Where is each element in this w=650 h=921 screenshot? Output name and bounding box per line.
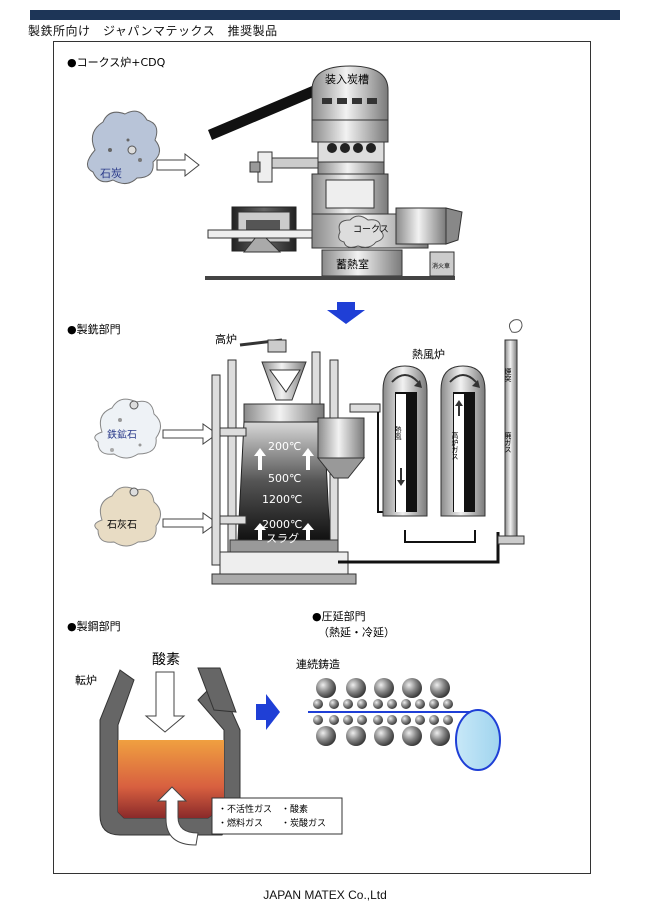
gas-list-line2: ・燃料ガス ・炭酸ガス bbox=[218, 817, 326, 829]
label-blast-furnace: 高炉 bbox=[215, 332, 237, 346]
label-slag: スラグ bbox=[266, 531, 299, 545]
label-temp-1200: 1200℃ bbox=[262, 493, 302, 506]
bottom-gas-arrow bbox=[156, 786, 199, 846]
label-oxygen: 酸素 bbox=[152, 652, 180, 668]
steel-coil bbox=[455, 709, 501, 771]
label-temp-500: 500℃ bbox=[268, 472, 301, 485]
rolling-mill bbox=[308, 678, 478, 746]
section-title-coke: ●コークス炉+CDQ bbox=[67, 56, 166, 69]
oxygen-lance-arrow bbox=[144, 671, 186, 733]
page-header: 製鉄所向け ジャパンマテックス 推奨製品 bbox=[28, 24, 278, 38]
label-bf-gas: 高炉ガス bbox=[451, 431, 459, 460]
coke-base bbox=[205, 276, 455, 280]
footer-company: JAPAN MATEX Co.,Ltd bbox=[263, 888, 387, 902]
regenerator bbox=[321, 249, 403, 277]
label-exhaust-gas: 廃ガス bbox=[504, 431, 512, 453]
charging-car bbox=[317, 141, 385, 175]
cdq-chamber bbox=[395, 207, 463, 245]
arrow-steel-to-casting bbox=[256, 694, 280, 730]
chimney bbox=[497, 319, 525, 545]
section-subtitle-rolling: （熱延・冷延） bbox=[318, 626, 395, 639]
arrow-limestone-to-furnace bbox=[162, 512, 218, 534]
label-converter: 転炉 bbox=[75, 674, 97, 687]
label-continuous-casting: 連続鋳造 bbox=[296, 657, 340, 671]
coal-pile bbox=[87, 110, 160, 184]
label-cdq: 消火車 bbox=[432, 262, 450, 270]
gas-list-line1: ・不活性ガス ・酸素 bbox=[218, 803, 308, 815]
dust-catcher bbox=[316, 403, 381, 479]
label-heat-chamber: 蓄熱室 bbox=[336, 257, 369, 271]
label-coal-tank: 装入炭槽 bbox=[325, 73, 369, 86]
coal-conveyor bbox=[208, 86, 316, 140]
iron-ore-pile bbox=[94, 398, 161, 459]
section-title-rolling: ●圧延部門 bbox=[312, 609, 366, 623]
label-hot-stove: 熱風炉 bbox=[412, 348, 445, 361]
section-title-steelmaking: ●製鋼部門 bbox=[67, 619, 121, 633]
coke-bulk bbox=[338, 215, 384, 248]
pusher-machine bbox=[249, 151, 319, 183]
header-accent-bar bbox=[30, 10, 620, 20]
label-temp-2000: 2000℃ bbox=[262, 518, 302, 531]
arrow-ore-to-furnace bbox=[162, 423, 218, 445]
arrow-coal-to-oven bbox=[156, 152, 200, 178]
label-temp-200: 200℃ bbox=[268, 440, 301, 453]
coke-guide-machine bbox=[207, 206, 319, 253]
label-coal: 石炭 bbox=[100, 167, 122, 180]
gas-list-box bbox=[211, 797, 343, 835]
blast-furnace bbox=[211, 338, 357, 585]
label-coke: コークス bbox=[353, 224, 389, 235]
diagram-frame bbox=[53, 41, 591, 874]
arrow-coke-to-furnace bbox=[327, 302, 365, 324]
hot-stove-1 bbox=[382, 365, 428, 517]
limestone-pile bbox=[94, 486, 161, 547]
hot-stove-2 bbox=[440, 365, 486, 517]
label-chimney: 煙突 bbox=[504, 367, 512, 383]
section-title-ironmaking: ●製銑部門 bbox=[67, 322, 121, 336]
label-iron-ore: 鉄鉱石 bbox=[107, 428, 137, 441]
label-limestone: 石灰石 bbox=[107, 518, 137, 531]
label-hot-air: 熱風 bbox=[394, 425, 402, 441]
